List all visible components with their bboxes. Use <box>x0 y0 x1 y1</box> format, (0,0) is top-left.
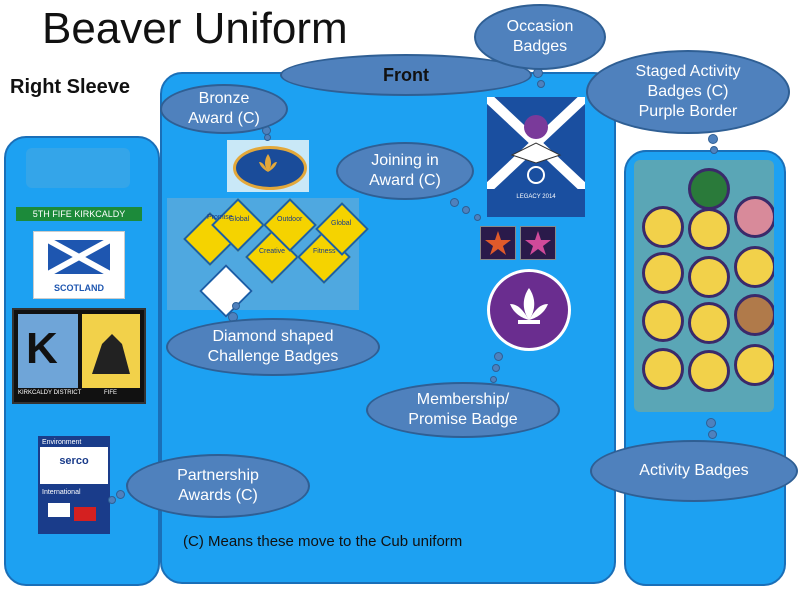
challenge-badge-diamond-b <box>199 264 253 318</box>
district-left-panel: K <box>18 314 78 388</box>
connector-dot <box>708 430 717 439</box>
membership-promise-callout: Membership/ Promise Badge <box>366 382 560 438</box>
international-text: International <box>42 489 81 496</box>
activity-badge <box>642 206 684 248</box>
joining-in-callout: Joining in Award (C) <box>336 142 474 200</box>
bronze-award-badge <box>227 140 309 192</box>
serco-logo: serco <box>59 455 89 467</box>
connector-dot <box>264 134 271 141</box>
connector-dot <box>537 80 545 88</box>
activity-badge <box>734 196 774 238</box>
challenge-label: Global <box>229 216 250 223</box>
activity-badge <box>688 208 730 250</box>
star-icon <box>485 231 511 255</box>
star-icon <box>525 231 551 255</box>
front-title-cloud: Front <box>280 54 532 96</box>
connector-dot <box>710 146 718 154</box>
legacy-text: LEGACY 2014 <box>516 194 556 200</box>
environment-text: Environment <box>40 438 108 447</box>
occasion-badges-callout: Occasion Badges <box>474 4 606 70</box>
fleur-de-lis-icon <box>259 154 277 172</box>
group-name-tape: 5TH FIFE KIRKCALDY <box>16 207 142 221</box>
activity-badge <box>734 344 774 386</box>
group-name-text: 5TH FIFE KIRKCALDY <box>32 209 126 219</box>
scotland-badge: SCOTLAND <box>33 231 125 299</box>
challenge-label: Promise <box>207 214 233 221</box>
footnote: (C) Means these move to the Cub uniform <box>183 533 463 550</box>
activity-badges-photo <box>634 160 774 412</box>
connector-dot <box>462 206 470 214</box>
challenge-label: Fitness <box>313 248 336 255</box>
activity-badges-callout: Activity Badges <box>590 440 798 502</box>
beaver-logo-badge <box>26 148 130 188</box>
connector-dot <box>474 214 481 221</box>
joining-in-award-2 <box>520 226 556 260</box>
joining-in-award-1 <box>480 226 516 260</box>
thistle-handshake-icon <box>483 93 589 193</box>
bronze-award-callout: Bronze Award (C) <box>160 84 288 134</box>
challenge-label: Global <box>331 220 352 227</box>
flags-icon <box>48 503 96 521</box>
connector-dot <box>708 134 718 144</box>
environment-partnership-badge: Environment serco <box>38 436 110 486</box>
activity-badge <box>688 302 730 344</box>
fleur-de-lis-icon <box>510 288 548 324</box>
activity-badge <box>688 256 730 298</box>
connector-dot <box>108 496 116 504</box>
connector-dot <box>232 302 240 310</box>
challenge-label: Outdoor <box>277 216 303 223</box>
international-partnership-badge: International <box>38 486 110 534</box>
staged-activity-callout: Staged Activity Badges (C) Purple Border <box>586 50 790 134</box>
scotland-text: SCOTLAND <box>54 283 104 293</box>
connector-dot <box>706 418 716 428</box>
occasion-legacy-badge: LEGACY 2014 <box>483 93 589 217</box>
district-badge: K KIRKCALDY DISTRICT FIFE <box>12 308 146 404</box>
district-right-panel <box>82 314 140 388</box>
knight-icon <box>92 334 130 374</box>
front-title: Front <box>383 65 429 85</box>
membership-badge <box>487 269 571 351</box>
challenge-label: Creative <box>259 248 286 255</box>
saltire-flag-icon <box>46 237 112 277</box>
connector-dot <box>494 352 503 361</box>
district-right-text: FIFE <box>104 390 117 396</box>
challenge-badges-group: Promise Global Outdoor Global Creative F… <box>167 198 369 318</box>
connector-dot <box>116 490 125 499</box>
activity-badge <box>642 252 684 294</box>
connector-dot <box>450 198 459 207</box>
page-title: Beaver Uniform <box>42 4 348 53</box>
right-sleeve-label: Right Sleeve <box>10 76 131 98</box>
connector-dot <box>490 376 497 383</box>
partnership-awards-callout: Partnership Awards (C) <box>126 454 310 518</box>
connector-dot <box>492 364 500 372</box>
district-left-text: KIRKCALDY DISTRICT <box>18 390 82 396</box>
activity-badge <box>688 350 730 392</box>
diamond-challenge-callout: Diamond shaped Challenge Badges <box>166 318 380 376</box>
activity-badge <box>734 246 774 288</box>
activity-badge <box>642 300 684 342</box>
activity-badge <box>734 294 774 336</box>
activity-badge <box>688 168 730 210</box>
activity-badge <box>642 348 684 390</box>
